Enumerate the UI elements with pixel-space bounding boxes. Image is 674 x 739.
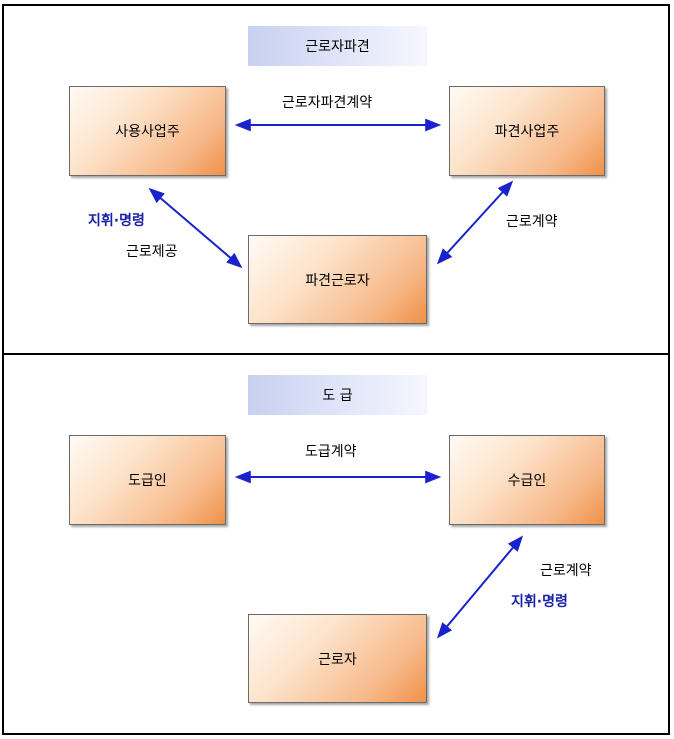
labor-contract-arrow xyxy=(436,180,514,265)
labor-contract-arrow-bottom xyxy=(436,535,524,639)
direction-order-label-bottom: 지휘·명령 xyxy=(511,594,568,610)
subcontractor-box: 수급인 xyxy=(449,435,605,525)
dispatch-employer-box: 파견사업주 xyxy=(449,86,605,176)
subcontract-contract-label: 도급계약 xyxy=(305,444,357,460)
user-employer-box: 사용사업주 xyxy=(69,86,226,176)
dispatch-contract-label: 근로자파견계약 xyxy=(282,95,373,111)
labor-contract-label: 근로계약 xyxy=(506,214,558,230)
dispatch-title: 근로자파견 xyxy=(248,26,427,66)
direction-order-arrow xyxy=(148,187,243,269)
direction-order-label: 지휘·명령 xyxy=(88,213,145,229)
subcontract-panel xyxy=(2,353,670,735)
subcontract-title: 도 급 xyxy=(248,375,427,415)
contractor-box: 도급인 xyxy=(69,435,226,525)
dispatched-worker-box: 파견근로자 xyxy=(248,235,427,324)
worker-box: 근로자 xyxy=(248,614,427,703)
labor-contract-label-bottom: 근로계약 xyxy=(540,563,592,579)
